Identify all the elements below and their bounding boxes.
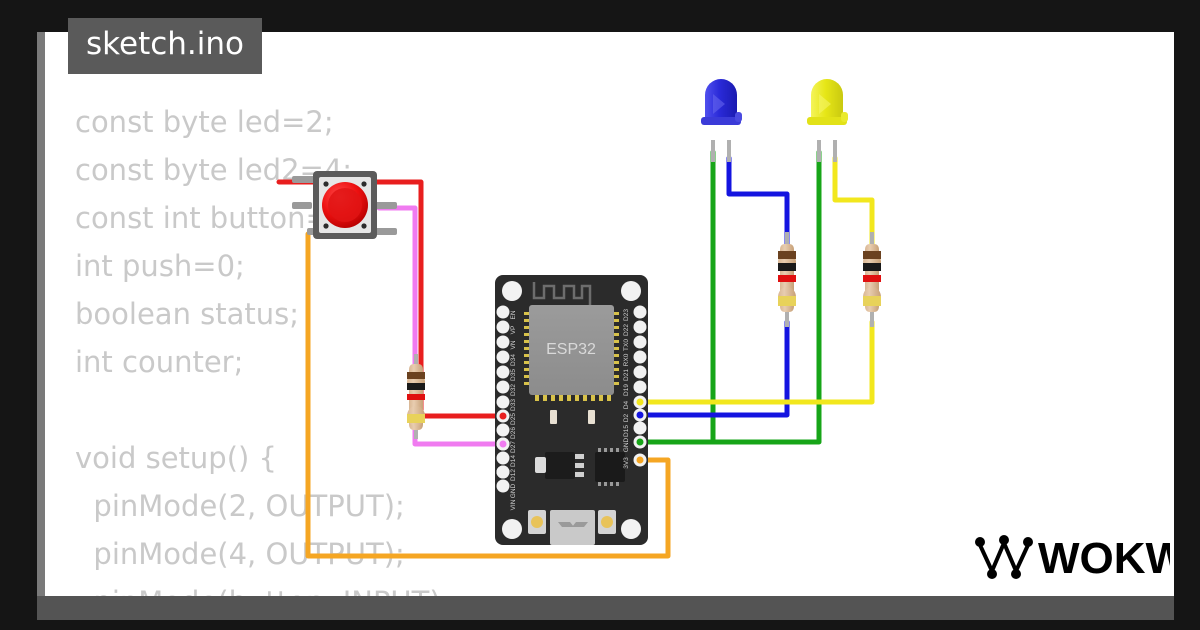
svg-text:D2: D2 — [623, 413, 630, 422]
svg-text:D4: D4 — [623, 400, 630, 409]
svg-text:GND: GND — [623, 437, 630, 452]
svg-text:VP: VP — [510, 326, 517, 335]
svg-text:D22: D22 — [623, 324, 630, 336]
svg-text:VN: VN — [510, 340, 517, 349]
svg-text:D35: D35 — [510, 369, 517, 381]
diagram-canvas[interactable]: const byte led=2;const byte led2=4;const… — [45, 32, 1174, 603]
svg-text:D12: D12 — [510, 469, 517, 481]
svg-text:VIN: VIN — [510, 499, 517, 510]
svg-text:GND: GND — [510, 483, 517, 498]
part-resistor-button[interactable] — [407, 354, 425, 439]
svg-text:TX0: TX0 — [623, 339, 630, 351]
panel-divider[interactable] — [37, 32, 45, 603]
part-esp32-board[interactable]: ESP32 — [495, 275, 648, 545]
svg-text:D33: D33 — [510, 399, 517, 411]
svg-text:D32: D32 — [510, 384, 517, 396]
part-led-yellow[interactable] — [807, 79, 848, 162]
wokwi-logo: WOKWI — [975, 534, 1170, 583]
board-pin-labels-right: D23 D22 TX0 RX0 D21 D19 D4 D2 D15 GND 3V… — [623, 309, 630, 469]
part-resistor-yellow-led[interactable] — [863, 232, 881, 327]
wire-blue-resistor-to-d2[interactable] — [639, 319, 790, 418]
code-line: void setup() { — [75, 441, 277, 475]
svg-text:D19: D19 — [623, 384, 630, 396]
svg-text:RX0: RX0 — [623, 353, 630, 366]
svg-text:D25: D25 — [510, 413, 517, 425]
wokwi-logo-text: WOKWI — [1038, 534, 1170, 583]
tab-sketch-ino[interactable]: sketch.ino — [68, 18, 262, 74]
svg-text:D21: D21 — [623, 369, 630, 381]
bottom-status-bar — [37, 596, 1174, 620]
wire-terminals — [499, 398, 644, 464]
wire-pink-button-to-gnd[interactable] — [376, 205, 504, 447]
wire-red-button-to-d12[interactable] — [276, 179, 504, 419]
svg-text:D34: D34 — [510, 354, 517, 366]
svg-text:3V3: 3V3 — [623, 457, 630, 469]
svg-text:D14: D14 — [510, 455, 517, 467]
wire-yellow-resistor-to-d4[interactable] — [639, 319, 875, 405]
wire-yellow-led-to-resistor[interactable] — [832, 155, 875, 253]
code-line: const byte led=2; — [75, 105, 334, 139]
wire-green-blue-led-to-gnd[interactable] — [639, 149, 716, 445]
svg-text:D27: D27 — [510, 441, 517, 453]
wire-blue-led-to-resistor[interactable] — [726, 155, 790, 253]
svg-text:EN: EN — [510, 310, 517, 319]
code-line: boolean status; — [75, 297, 300, 331]
code-line: pinMode(2, OUTPUT); — [75, 489, 405, 523]
part-pushbutton[interactable] — [292, 171, 397, 239]
part-led-blue[interactable] — [701, 79, 742, 162]
editor-canvas-wrapper: const byte led=2;const byte led2=4;const… — [37, 32, 1174, 603]
circuit-schematic: ESP32 — [276, 79, 881, 559]
code-line: int push=0; — [75, 249, 245, 283]
code-line: const byte led2=4; — [75, 153, 353, 187]
svg-text:D23: D23 — [623, 309, 630, 321]
board-pin-labels-left: EN VP VN D34 D35 D32 D33 D25 D26 D27 D14… — [510, 310, 517, 481]
board-pins-right[interactable] — [633, 305, 647, 467]
svg-text:D26: D26 — [510, 427, 517, 439]
code-line: int counter; — [75, 345, 244, 379]
svg-text:D15: D15 — [623, 425, 630, 437]
board-silk-label: ESP32 — [546, 341, 596, 358]
wire-orange-button-to-3v3[interactable] — [305, 231, 671, 559]
part-resistor-blue-led[interactable] — [778, 232, 796, 327]
code-editor-text: const byte led=2;const byte led2=4;const… — [75, 98, 715, 603]
wire-green-yellow-led-to-gnd[interactable] — [639, 149, 822, 445]
